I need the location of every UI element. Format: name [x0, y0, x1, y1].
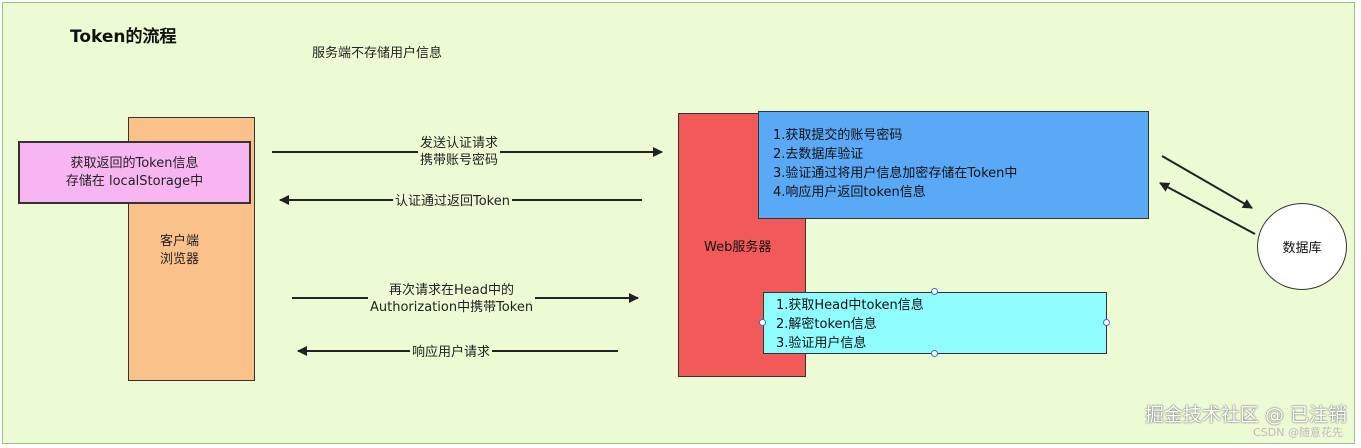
database-label: 数据库 — [1282, 241, 1322, 256]
client-browser-label: 客户端 浏览器 — [160, 233, 230, 269]
request-again-line2: Authorization中携带Token — [370, 300, 534, 315]
send-auth-line2: 携带账号密码 — [420, 153, 499, 168]
login-step: 3.验证通过将用户信息加密存储在Token中 — [773, 166, 1018, 181]
respond-label: 响应用户请求 — [410, 344, 493, 361]
login-step: 4.响应用户返回token信息 — [773, 185, 926, 200]
request-step: 2.解密token信息 — [776, 317, 877, 332]
request-again-label: 再次请求在Head中的 Authorization中携带Token — [368, 282, 536, 316]
arrow-to-database — [1161, 155, 1253, 209]
csdn-watermark: CSDN @随意花先 — [1253, 426, 1343, 439]
login-steps-box: 1.获取提交的账号密码 2.去数据库验证 3.验证通过将用户信息加密存储在Tok… — [758, 111, 1149, 219]
local-storage-box: 获取返回的Token信息 存储在 localStorage中 — [18, 141, 251, 204]
client-label-line1: 客户端 — [160, 234, 200, 249]
diagram-subtitle: 服务端不存储用户信息 — [312, 46, 443, 61]
login-step: 1.获取提交的账号密码 — [773, 128, 903, 143]
storage-line1: 获取返回的Token信息 — [70, 155, 199, 171]
send-auth-label: 发送认证请求 携带账号密码 — [418, 135, 501, 169]
storage-line2: 存储在 localStorage中 — [65, 173, 204, 189]
watermark-text: 掘金技术社区 @ 已注销 — [1144, 404, 1347, 426]
request-step: 1.获取Head中token信息 — [776, 298, 924, 313]
arrow-from-database — [1159, 182, 1256, 235]
selection-handle-bottom[interactable] — [931, 350, 938, 357]
auth-return-label: 认证通过返回Token — [393, 193, 512, 210]
selection-handle-top[interactable] — [931, 288, 938, 295]
selection-handle-right[interactable] — [1103, 319, 1110, 326]
send-auth-line1: 发送认证请求 — [420, 136, 499, 151]
selection-handle-left[interactable] — [759, 319, 766, 326]
login-step: 2.去数据库验证 — [773, 147, 864, 162]
diagram-title: Token的流程 — [70, 27, 177, 47]
request-again-line1: 再次请求在Head中的 — [389, 283, 515, 298]
request-steps-box: 1.获取Head中token信息 2.解密token信息 3.验证用户信息 — [763, 292, 1107, 354]
web-server-label: Web服务器 — [704, 240, 772, 255]
database-circle: 数据库 — [1257, 203, 1347, 290]
request-step: 3.验证用户信息 — [776, 336, 867, 351]
client-label-line2: 浏览器 — [160, 252, 200, 267]
